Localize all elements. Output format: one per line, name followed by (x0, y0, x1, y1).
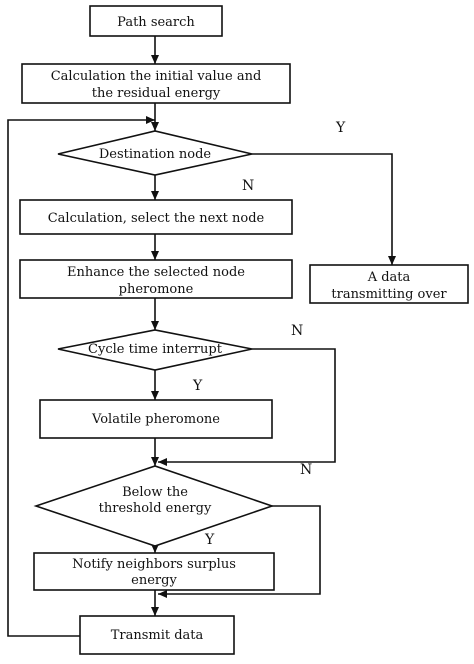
node-enhance-pheromone-line1: Enhance the selected node (67, 265, 245, 280)
decision-cycle-interrupt-label: Cycle time interrupt (88, 342, 223, 357)
branch-label-destination-no: N (242, 178, 254, 194)
node-init-calculation-line2: the residual energy (92, 86, 221, 101)
arrow-destination-yes (252, 153, 396, 265)
node-init-calculation: Calculation the initial value and the re… (21, 63, 291, 104)
node-notify-neighbors-line2: energy (131, 573, 177, 588)
node-volatile-pheromone-label: Volatile pheromone (91, 412, 220, 427)
branch-label-threshold-yes: Y (204, 532, 215, 548)
node-transmitting-over: A data transmitting over (309, 264, 469, 304)
node-init-calculation-line1: Calculation the initial value and (51, 69, 262, 84)
node-transmit-data: Transmit data (79, 615, 235, 655)
node-select-next-label: Calculation, select the next node (48, 211, 265, 226)
decision-threshold-energy: Below the threshold energy (33, 465, 275, 547)
decision-destination: Destination node (57, 130, 253, 176)
node-notify-neighbors: Notify neighbors surplus energy (33, 552, 275, 591)
node-transmitting-over-line1: A data (367, 270, 411, 285)
node-path-search-label: Path search (117, 15, 195, 30)
arrow-cycle-no (158, 348, 336, 466)
node-enhance-pheromone: Enhance the selected node pheromone (19, 259, 293, 299)
branch-label-cycle-no: N (291, 323, 303, 339)
node-volatile-pheromone: Volatile pheromone (39, 399, 273, 439)
node-enhance-pheromone-line2: pheromone (119, 282, 194, 297)
arrow-threshold-no (158, 505, 321, 598)
arrow-loop-back (7, 116, 155, 637)
branch-label-destination-yes: Y (335, 120, 346, 136)
node-transmit-data-label: Transmit data (111, 628, 204, 643)
node-select-next: Calculation, select the next node (19, 199, 293, 235)
decision-threshold-energy-line2: threshold energy (99, 501, 212, 516)
connectors (7, 36, 396, 637)
decision-threshold-energy-line1: Below the (122, 485, 188, 500)
decision-cycle-interrupt: Cycle time interrupt (57, 329, 253, 371)
branch-label-threshold-no: N (300, 462, 312, 478)
node-path-search: Path search (89, 5, 223, 37)
node-transmitting-over-line2: transmitting over (331, 287, 447, 302)
branch-label-cycle-yes: Y (192, 378, 203, 394)
node-notify-neighbors-line1: Notify neighbors surplus (72, 557, 236, 572)
decision-destination-label: Destination node (99, 147, 212, 162)
